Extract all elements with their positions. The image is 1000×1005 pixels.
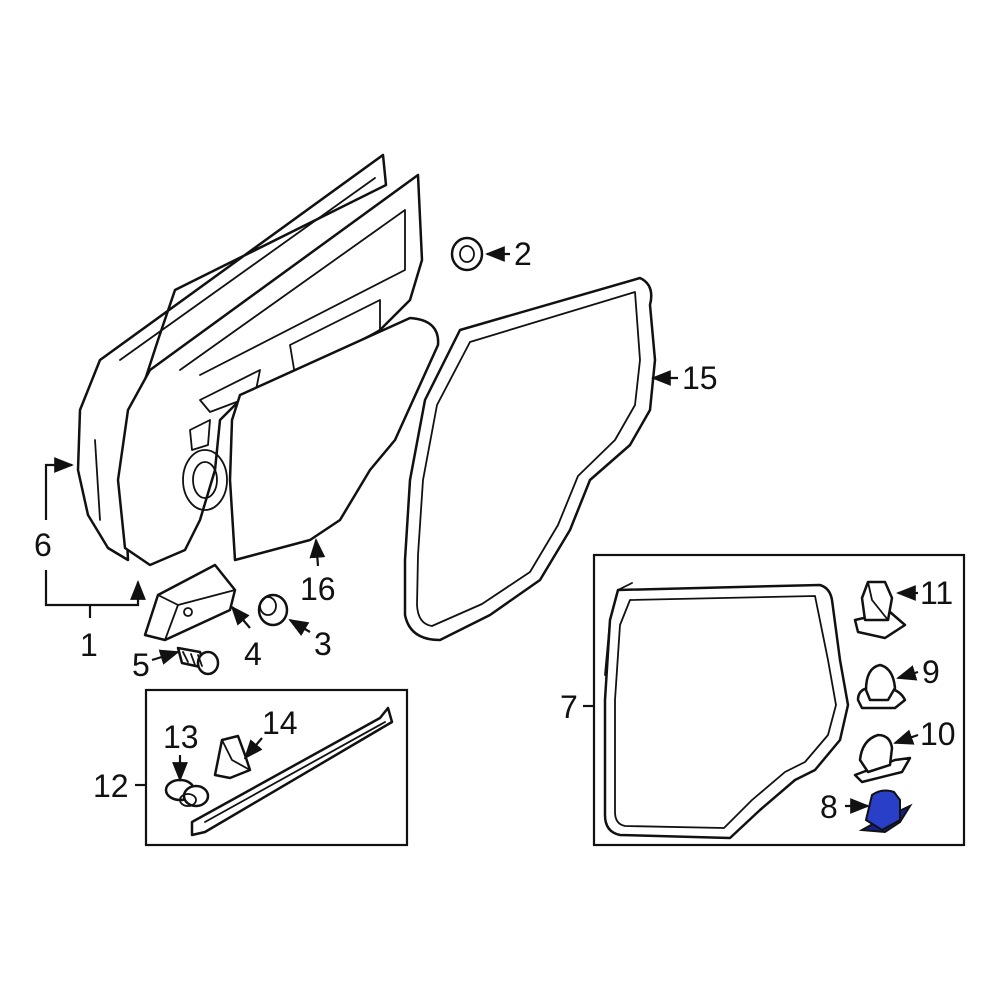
callout-9: 9 bbox=[922, 654, 940, 690]
moulding-clip-13[interactable] bbox=[164, 778, 210, 808]
moulding-clip-14[interactable] bbox=[213, 734, 252, 780]
callout-12: 12 bbox=[93, 768, 129, 804]
callout-16: 16 bbox=[300, 571, 336, 607]
callout-labels: 6 1 2 15 16 4 3 5 12 13 14 7 11 9 10 8 bbox=[34, 236, 956, 825]
door-inner-frame[interactable] bbox=[116, 173, 424, 567]
door-water-shield[interactable] bbox=[228, 316, 440, 562]
bolt-part[interactable] bbox=[176, 646, 220, 676]
callout-10: 10 bbox=[920, 716, 956, 752]
retainer-clip-9[interactable] bbox=[856, 663, 907, 710]
leader-lines bbox=[44, 246, 919, 814]
retainer-clip-10[interactable] bbox=[853, 733, 912, 784]
callout-15: 15 bbox=[682, 360, 718, 396]
callout-3: 3 bbox=[314, 626, 332, 662]
hinge-bracket[interactable] bbox=[143, 563, 237, 642]
callout-5: 5 bbox=[132, 647, 150, 683]
callout-13: 13 bbox=[163, 719, 199, 755]
callout-8: 8 bbox=[820, 789, 838, 825]
plug-part[interactable] bbox=[257, 593, 289, 627]
door-weatherstrip[interactable] bbox=[403, 276, 657, 642]
callout-box-7 bbox=[592, 553, 966, 847]
callout-7: 7 bbox=[560, 689, 578, 725]
door-moulding-strip[interactable] bbox=[190, 706, 394, 837]
callout-box-12 bbox=[144, 688, 409, 847]
callout-6: 6 bbox=[34, 527, 52, 563]
grommet-part[interactable] bbox=[450, 236, 484, 272]
callout-14: 14 bbox=[262, 705, 298, 741]
callout-11: 11 bbox=[920, 575, 953, 611]
retainer-clip-8-highlighted[interactable] bbox=[858, 789, 913, 834]
retainer-clip-11[interactable] bbox=[853, 580, 907, 640]
door-seal-part-7[interactable] bbox=[603, 582, 850, 840]
callout-1: 1 bbox=[80, 627, 98, 663]
callout-4: 4 bbox=[244, 636, 262, 672]
callout-2: 2 bbox=[514, 236, 532, 272]
